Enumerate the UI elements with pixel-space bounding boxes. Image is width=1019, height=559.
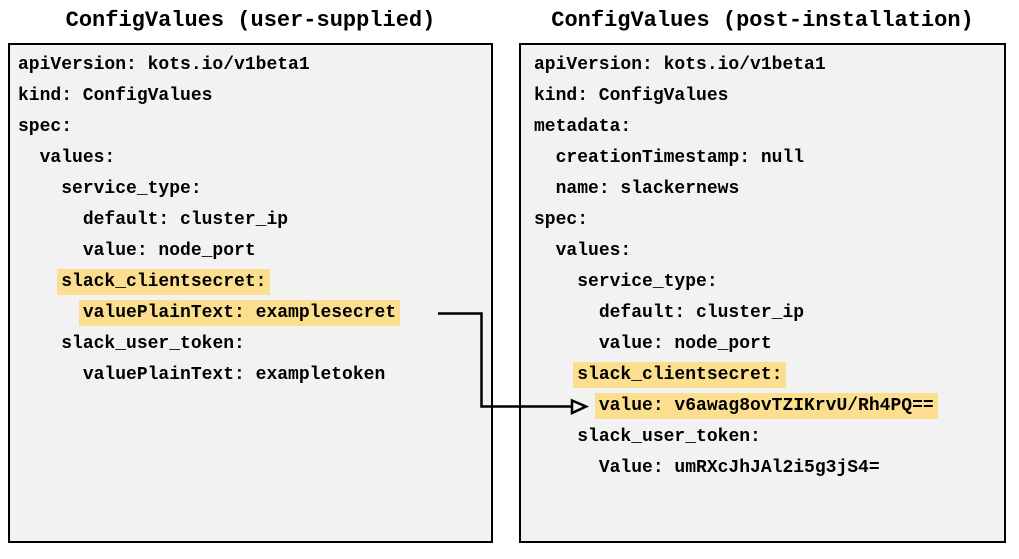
code-line: values: xyxy=(534,236,1004,267)
code-line: spec: xyxy=(534,205,1004,236)
code-text: slack_user_token: xyxy=(61,334,245,354)
code-line: value: node_port xyxy=(18,236,491,267)
code-line: slack_clientsecret: xyxy=(18,267,491,298)
code-line: valuePlainText: examplesecret xyxy=(18,298,491,329)
code-indent xyxy=(534,272,577,292)
code-text: valuePlainText: examplesecret xyxy=(78,300,401,326)
code-line: slack_user_token: xyxy=(534,422,1004,453)
code-indent xyxy=(18,179,61,199)
code-line: value: v6awag8ovTZIKrvU/Rh4PQ== xyxy=(534,391,1004,422)
code-line: spec: xyxy=(18,112,491,143)
code-text: value: node_port xyxy=(598,334,772,354)
code-line: valuePlainText: exampletoken xyxy=(18,360,491,391)
code-indent xyxy=(534,427,577,447)
code-line: values: xyxy=(18,143,491,174)
code-indent xyxy=(534,334,599,354)
code-line: value: node_port xyxy=(534,329,1004,360)
code-indent xyxy=(18,241,83,261)
code-text: slack_clientsecret: xyxy=(57,269,271,295)
code-line: service_type: xyxy=(534,267,1004,298)
code-indent xyxy=(18,334,61,354)
right-panel-code: apiVersion: kots.io/v1beta1 kind: ConfigV… xyxy=(521,45,1004,484)
code-line: default: cluster_ip xyxy=(18,205,491,236)
code-indent xyxy=(18,303,83,323)
code-line: apiVersion: kots.io/v1beta1 xyxy=(534,50,1004,81)
code-text: slack_clientsecret: xyxy=(573,362,787,388)
code-text: kind: ConfigValues xyxy=(534,86,729,106)
code-text: service_type: xyxy=(577,272,718,292)
code-line: name: slackernews xyxy=(534,174,1004,205)
code-text: metadata: xyxy=(534,117,632,137)
code-indent xyxy=(534,365,577,385)
code-indent xyxy=(18,210,83,230)
code-indent xyxy=(534,241,556,261)
code-text: slack_user_token: xyxy=(577,427,761,447)
code-text: kind: ConfigValues xyxy=(18,86,213,106)
code-text: value: node_port xyxy=(82,241,256,261)
code-line: slack_clientsecret: xyxy=(534,360,1004,391)
code-indent xyxy=(18,272,61,292)
code-text: value: v6awag8ovTZIKrvU/Rh4PQ== xyxy=(594,393,938,419)
code-text: creationTimestamp: null xyxy=(555,148,805,168)
code-indent xyxy=(534,148,556,168)
code-indent xyxy=(534,396,599,416)
left-panel-title: ConfigValues (user-supplied) xyxy=(65,8,436,33)
left-panel-code: apiVersion: kots.io/v1beta1 kind: ConfigV… xyxy=(10,45,491,391)
right-panel-post-installation: apiVersion: kots.io/v1beta1 kind: ConfigV… xyxy=(519,43,1006,543)
code-text: values: xyxy=(39,148,116,168)
code-indent xyxy=(534,179,556,199)
code-indent xyxy=(534,303,599,323)
code-line: kind: ConfigValues xyxy=(534,81,1004,112)
code-text: Value: umRXcJhJAl2i5g3jS4= xyxy=(598,458,880,478)
code-indent xyxy=(18,148,40,168)
code-line: metadata: xyxy=(534,112,1004,143)
code-line: creationTimestamp: null xyxy=(534,143,1004,174)
code-text: name: slackernews xyxy=(555,179,740,199)
left-panel-user-supplied: apiVersion: kots.io/v1beta1 kind: ConfigV… xyxy=(8,43,493,543)
code-text: spec: xyxy=(534,210,589,230)
code-line: service_type: xyxy=(18,174,491,205)
code-line: Value: umRXcJhJAl2i5g3jS4= xyxy=(534,453,1004,484)
code-line: kind: ConfigValues xyxy=(18,81,491,112)
code-text: spec: xyxy=(18,117,73,137)
code-text: apiVersion: kots.io/v1beta1 xyxy=(18,55,310,75)
code-indent xyxy=(534,458,599,478)
right-panel-title: ConfigValues (post-installation) xyxy=(551,8,974,33)
code-line: slack_user_token: xyxy=(18,329,491,360)
code-text: valuePlainText: exampletoken xyxy=(82,365,386,385)
code-indent xyxy=(18,365,83,385)
code-text: apiVersion: kots.io/v1beta1 xyxy=(534,55,826,75)
code-text: values: xyxy=(555,241,632,261)
code-line: default: cluster_ip xyxy=(534,298,1004,329)
code-text: default: cluster_ip xyxy=(598,303,805,323)
code-text: default: cluster_ip xyxy=(82,210,289,230)
code-line: apiVersion: kots.io/v1beta1 xyxy=(18,50,491,81)
code-text: service_type: xyxy=(61,179,202,199)
